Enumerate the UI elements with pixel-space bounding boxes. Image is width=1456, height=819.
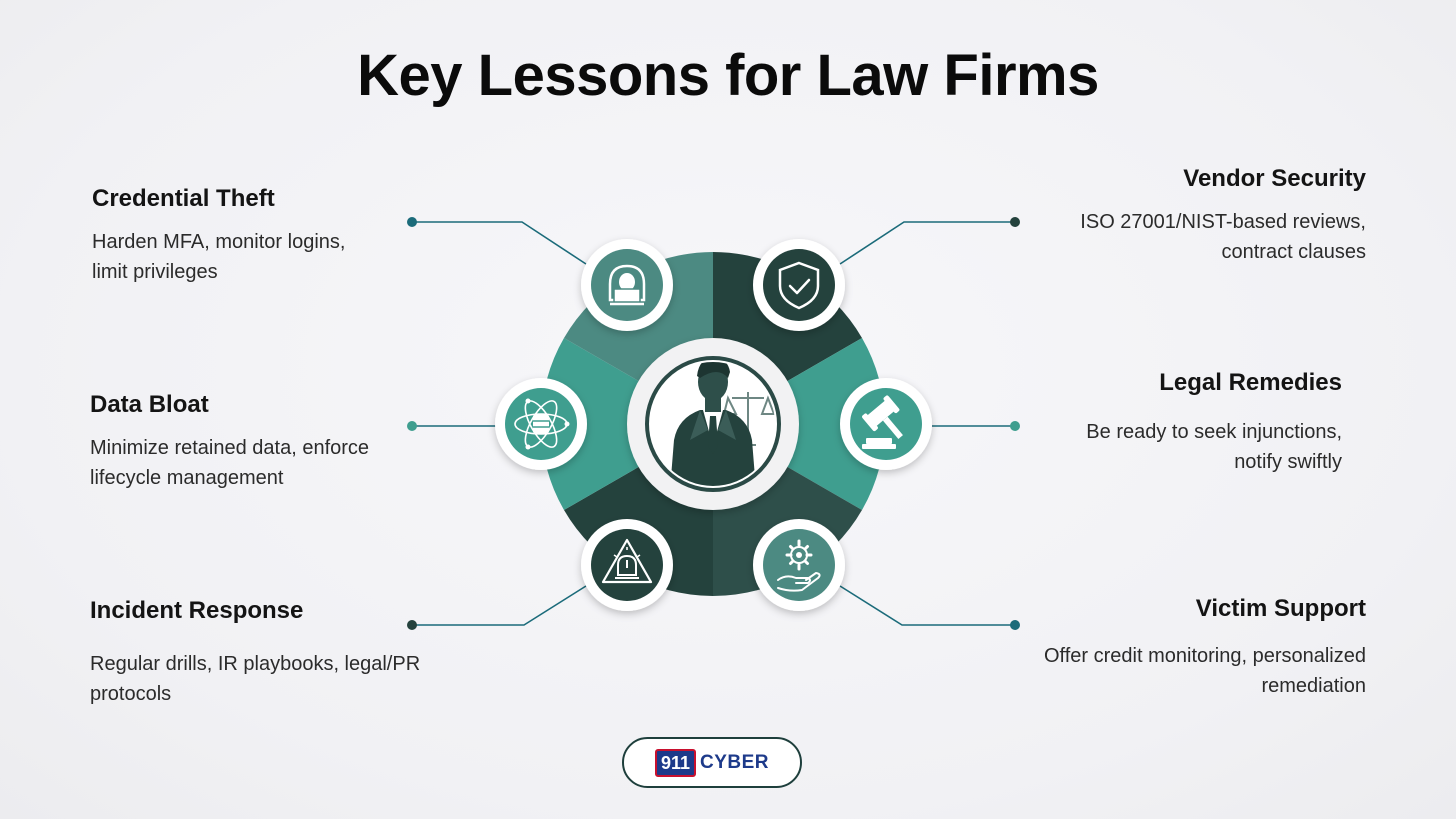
brand-logo: 911 CYBER <box>622 737 802 788</box>
lesson-text-line: Offer credit monitoring, personalized <box>1043 645 1366 667</box>
lesson-title: Victim Support <box>1195 595 1366 622</box>
lesson-title: Credential Theft <box>92 185 275 212</box>
hub-segment <box>540 338 713 510</box>
lesson-title: Legal Remedies <box>1159 369 1342 396</box>
gavel-icon <box>840 378 932 470</box>
lesson-text-line: notify swiftly <box>1234 451 1342 473</box>
connector-vendor-security <box>839 221 1015 265</box>
connector-victim-support <box>839 585 1015 626</box>
lesson-text-line: Be ready to seek injunctions, <box>1086 421 1342 443</box>
lesson-text-line: Minimize retained data, enforce <box>90 437 370 459</box>
connector-incident-response <box>412 585 587 626</box>
connector-dot <box>1010 217 1020 227</box>
connector-credential-theft <box>412 221 587 265</box>
lesson-credential-theft: Credential Theft Harden MFA, monitor log… <box>92 185 345 287</box>
connector-dot <box>407 620 417 630</box>
database-atom-icon <box>495 378 587 470</box>
hand-gear-icon <box>753 519 845 611</box>
lesson-title: Vendor Security <box>1183 165 1366 192</box>
lesson-legal-remedies: Legal Remedies Be ready to seek injuncti… <box>1086 369 1342 477</box>
lesson-text-line: lifecycle management <box>90 467 284 489</box>
lesson-title: Incident Response <box>90 597 304 624</box>
connector-dot <box>407 421 417 431</box>
logo-badge: 911 <box>654 748 697 777</box>
lesson-incident-response: Incident Response Regular drills, IR pla… <box>90 597 420 709</box>
connector-dot <box>407 217 417 227</box>
page-title: Key Lessons for Law Firms <box>357 43 1099 108</box>
lesson-text-line: remediation <box>1261 675 1366 697</box>
alarm-warning-icon <box>581 519 673 611</box>
lesson-text-line: ISO 27001/NIST-based reviews, <box>1080 211 1366 233</box>
lesson-text-line: Regular drills, IR playbooks, legal/PR <box>90 653 421 675</box>
lesson-title: Data Bloat <box>90 391 209 418</box>
logo-text: CYBER <box>700 751 770 773</box>
lesson-victim-support: Victim Support Offer credit monitoring, … <box>1044 595 1366 701</box>
lesson-text-line: protocols <box>90 683 172 705</box>
lesson-text-line: contract clauses <box>1221 241 1366 263</box>
connector-dot <box>1010 620 1020 630</box>
lesson-vendor-security: Vendor Security ISO 27001/NIST-based rev… <box>1080 165 1366 267</box>
lesson-data-bloat: Data Bloat Minimize retained data, enfor… <box>90 391 369 493</box>
lesson-text-line: limit privileges <box>92 261 218 283</box>
shield-check-icon <box>753 239 845 331</box>
connector-dot <box>1010 421 1020 431</box>
lawyer-scales-icon <box>627 338 799 510</box>
hub-segment <box>713 338 886 510</box>
hacker-laptop-icon <box>581 239 673 331</box>
lesson-text-line: Harden MFA, monitor logins, <box>92 231 346 253</box>
